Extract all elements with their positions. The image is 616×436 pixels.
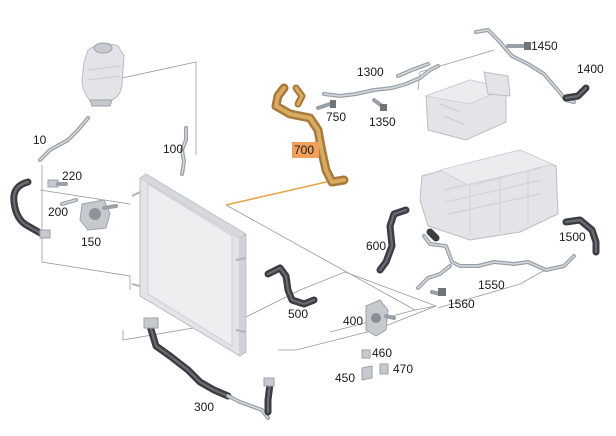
label-400: 400 [343, 314, 363, 328]
leader-lines [39, 49, 546, 351]
label-750: 750 [326, 110, 346, 124]
hose-100 [180, 126, 188, 176]
pipe-1300 [322, 62, 440, 98]
hose-600 [376, 206, 410, 274]
hose-300 [143, 317, 275, 420]
fitting-470 [379, 363, 389, 375]
label-1400: 1400 [577, 62, 604, 76]
pipe-1400 [474, 28, 590, 104]
hose-500 [264, 264, 318, 308]
expansion-tank [81, 42, 125, 107]
leader-700 [225, 179, 336, 206]
pipe-1550 [416, 228, 576, 290]
part-labels: 10 100 150 200 220 300 400 450 460 470 5… [33, 39, 604, 414]
pump-150 [79, 199, 118, 231]
label-200: 200 [48, 205, 68, 219]
bolt-750 [316, 100, 336, 110]
bolt-1350 [372, 98, 387, 111]
label-1450: 1450 [531, 39, 558, 53]
engine-block [419, 149, 559, 241]
label-600: 600 [366, 239, 386, 253]
hose-1500 [562, 216, 600, 256]
hose-700 [271, 83, 349, 187]
radiator [131, 173, 247, 357]
fitting-1560 [430, 288, 446, 296]
label-1560: 1560 [448, 297, 475, 311]
fitting-460 [361, 349, 371, 359]
hose-10 [10, 116, 90, 239]
label-100: 100 [163, 142, 183, 156]
fitting-450 [361, 365, 373, 381]
label-700: 700 [294, 143, 314, 157]
leader-400 [414, 305, 437, 311]
label-1350: 1350 [369, 115, 396, 129]
fitting-200 [60, 198, 78, 206]
label-450: 450 [335, 371, 355, 385]
hvac-box [424, 71, 511, 141]
label-500: 500 [288, 307, 308, 321]
label-10: 10 [33, 133, 47, 147]
label-1550: 1550 [478, 278, 505, 292]
leader-10-frame [41, 165, 131, 290]
pump-400 [365, 299, 396, 337]
leader-frame-bottom [122, 271, 438, 351]
label-150: 150 [81, 235, 101, 249]
label-1500: 1500 [559, 230, 586, 244]
label-470: 470 [393, 362, 413, 376]
label-460: 460 [372, 346, 392, 360]
label-300: 300 [194, 400, 214, 414]
label-1300: 1300 [357, 65, 384, 79]
fitting-220 [47, 179, 68, 188]
label-700-highlight [292, 142, 319, 158]
fitting-1450 [506, 42, 531, 50]
leader-tank-100 [121, 61, 197, 155]
label-220: 220 [62, 169, 82, 183]
leader-1300 [417, 49, 495, 91]
leader-1550 [437, 269, 546, 309]
leader-10-pump [39, 189, 131, 205]
